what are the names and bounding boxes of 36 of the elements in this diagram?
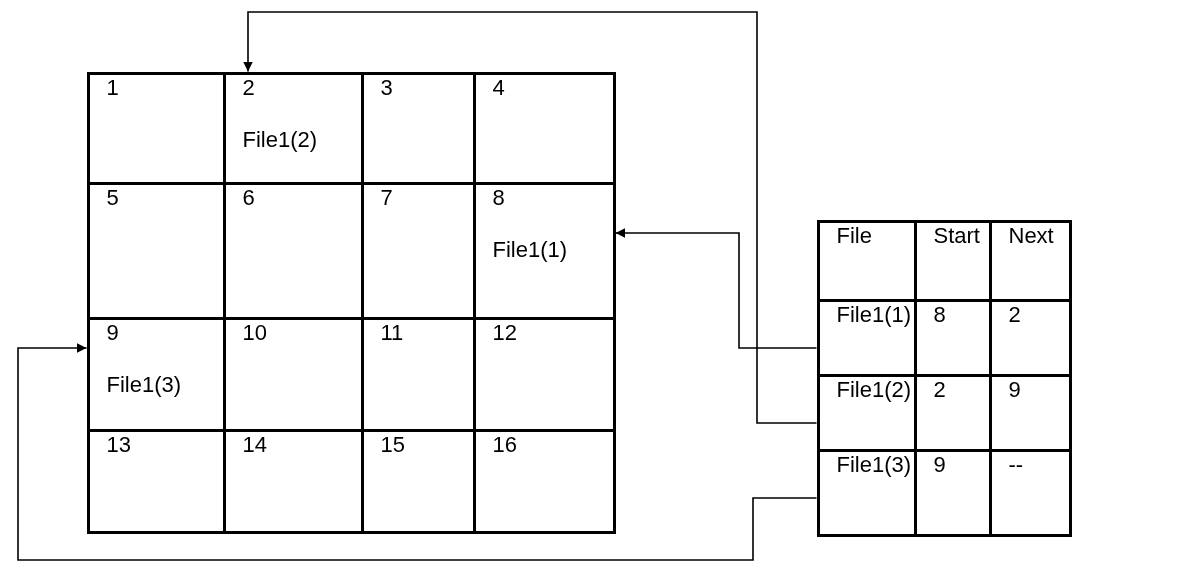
arrow <box>614 228 818 349</box>
block-number: 11 <box>380 320 404 345</box>
cell-text: File1(1) <box>836 302 912 327</box>
cell-text: 8 <box>933 302 946 327</box>
block-number: 5 <box>106 185 119 210</box>
block-number: 1 <box>106 75 119 100</box>
block-label: File1(1) <box>492 237 568 262</box>
arrow <box>17 343 818 561</box>
block-number: 6 <box>242 185 255 210</box>
block-number: 4 <box>492 75 505 100</box>
cell-text: File1(3) <box>836 452 912 477</box>
cell-text: 9 <box>1008 377 1021 402</box>
cell-text: -- <box>1008 452 1024 477</box>
block-number: 13 <box>106 432 131 457</box>
block-number: 7 <box>380 185 393 210</box>
cell-text: 9 <box>933 452 946 477</box>
block-number: 9 <box>106 320 119 345</box>
cell-text: Next <box>1008 223 1054 248</box>
block-number: 12 <box>492 320 517 345</box>
block-number: 10 <box>242 320 267 345</box>
block-number: 3 <box>380 75 393 100</box>
cell-text: 2 <box>1008 302 1021 327</box>
block-number: 16 <box>492 432 517 457</box>
block-number: 15 <box>380 432 405 457</box>
cell-text: File <box>836 223 872 248</box>
disk-block <box>86 71 226 185</box>
block-number: 8 <box>492 185 505 210</box>
block-number: 2 <box>242 75 255 100</box>
cell-text: 2 <box>933 377 946 402</box>
table-cell <box>816 219 917 302</box>
arrow <box>243 11 818 424</box>
cell-text: File1(2) <box>836 377 912 402</box>
block-label: File1(2) <box>242 127 318 152</box>
block-number: 14 <box>242 432 267 457</box>
block-label: File1(3) <box>106 372 182 397</box>
cell-text: Start <box>933 223 980 248</box>
